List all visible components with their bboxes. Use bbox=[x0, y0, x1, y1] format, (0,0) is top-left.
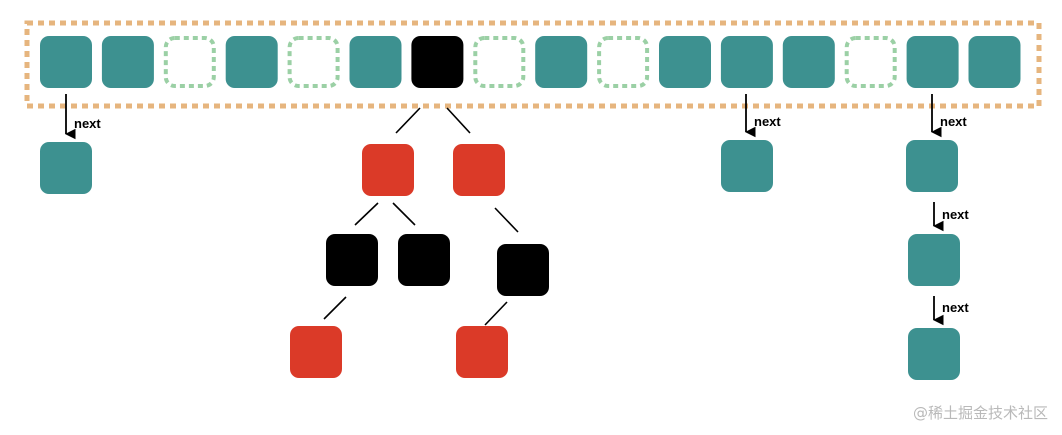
list-node bbox=[721, 140, 773, 192]
bucket-node bbox=[720, 36, 773, 88]
bucket-array-border bbox=[24, 20, 1042, 109]
bucket-node bbox=[40, 36, 92, 88]
bucket-node bbox=[349, 36, 402, 88]
empty-bucket-slot bbox=[844, 36, 897, 88]
tree-node-red bbox=[456, 326, 508, 378]
tree-node-black bbox=[398, 234, 450, 286]
list-node bbox=[40, 142, 92, 194]
next-label: next bbox=[942, 207, 969, 222]
bucket-node bbox=[906, 36, 959, 88]
tree-edge bbox=[395, 107, 421, 134]
tree-root-bucket bbox=[411, 36, 464, 88]
empty-bucket-slot bbox=[473, 36, 526, 88]
next-label: next bbox=[74, 116, 101, 131]
tree-node-black bbox=[326, 234, 378, 286]
tree-node-red bbox=[453, 144, 505, 196]
bucket-node bbox=[101, 36, 154, 88]
empty-bucket-slot bbox=[163, 36, 216, 88]
red-black-tree bbox=[290, 107, 549, 378]
bucket-node bbox=[225, 36, 278, 88]
list-node bbox=[908, 234, 960, 286]
tree-edge bbox=[484, 301, 508, 326]
tree-edge bbox=[446, 107, 471, 134]
tree-edge bbox=[354, 202, 379, 226]
list-node bbox=[906, 140, 958, 192]
tree-edge bbox=[494, 207, 519, 233]
next-label: next bbox=[754, 114, 781, 129]
tree-node-black bbox=[497, 244, 549, 296]
bucket-node bbox=[968, 36, 1021, 88]
bucket-node bbox=[535, 36, 588, 88]
empty-bucket-slot bbox=[287, 36, 340, 88]
tree-node-red bbox=[290, 326, 342, 378]
linked-lists: next next next next next bbox=[40, 94, 969, 380]
bucket-node bbox=[659, 36, 711, 88]
bucket-array bbox=[40, 36, 1021, 88]
tree-edge bbox=[323, 296, 347, 320]
watermark: @稀土掘金技术社区 bbox=[912, 404, 1048, 422]
list-node bbox=[908, 328, 960, 380]
next-label: next bbox=[942, 300, 969, 315]
bucket-node bbox=[782, 36, 835, 88]
tree-node-red bbox=[362, 144, 414, 196]
tree-edge bbox=[392, 202, 416, 226]
next-label: next bbox=[940, 114, 967, 129]
empty-bucket-slot bbox=[597, 36, 650, 88]
